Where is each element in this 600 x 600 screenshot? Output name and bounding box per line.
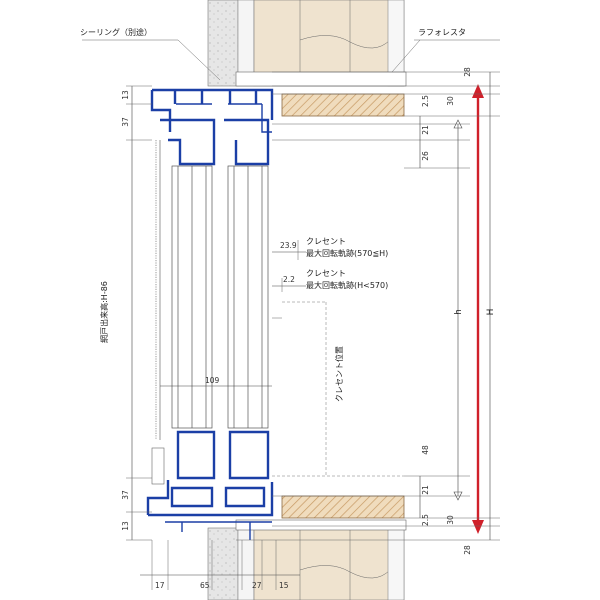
wall-top (207, 0, 407, 87)
dim-bot-28: 28 (463, 545, 472, 555)
dim-left-13-top: 13 (121, 90, 130, 100)
crescent-swing-label-2a: クレセント (306, 269, 346, 278)
sealing-label: シーリング（別途） (80, 27, 152, 37)
dim-base-65: 65 (200, 581, 210, 590)
dimension-lines (82, 39, 500, 590)
dim-bot-30: 30 (446, 515, 455, 525)
dim-top-26: 26 (421, 151, 430, 161)
h-label: h (454, 309, 464, 315)
dim-bot-2-5: 2.5 (421, 514, 430, 526)
dim-bot-48: 48 (421, 445, 430, 455)
H-label: H (486, 309, 496, 316)
dim-top-28: 28 (463, 67, 472, 77)
sash-glass (151, 140, 269, 485)
dim-left-13-bottom: 13 (121, 521, 130, 531)
dim-base-15: 15 (279, 581, 289, 590)
screen-height-label: 網戸出来高:H-86 (99, 281, 109, 343)
crescent-swing-label-2b: 最大回転軌跡(H<570) (306, 280, 388, 290)
dim-left-37-top: 37 (121, 117, 130, 127)
crescent-position-label: クレセント位置 (334, 346, 344, 402)
dim-bot-21: 21 (421, 485, 430, 495)
dim-top-30: 30 (446, 96, 455, 106)
dim-23-9: 23.9 (280, 241, 297, 250)
laforesta-trim-top (281, 93, 405, 117)
laforesta-label: ラフォレスタ (418, 28, 466, 37)
dim-top-2-5: 2.5 (421, 95, 430, 107)
dim-2-2: 2.2 (283, 275, 295, 284)
crescent-swing-label-1b: 最大回転軌跡(570≦H) (306, 248, 388, 258)
dim-base-27: 27 (252, 581, 262, 590)
dim-109: 109 (205, 376, 220, 385)
laforesta-trim-bottom (281, 495, 405, 519)
dim-base-17: 17 (155, 581, 165, 590)
window-frame (146, 88, 274, 540)
crescent-swing-label-1a: クレセント (306, 237, 346, 246)
dim-left-37-bottom: 37 (121, 490, 130, 500)
wall-bottom (207, 519, 407, 600)
height-arrow-H (472, 84, 484, 534)
dim-top-21: 21 (421, 125, 430, 135)
